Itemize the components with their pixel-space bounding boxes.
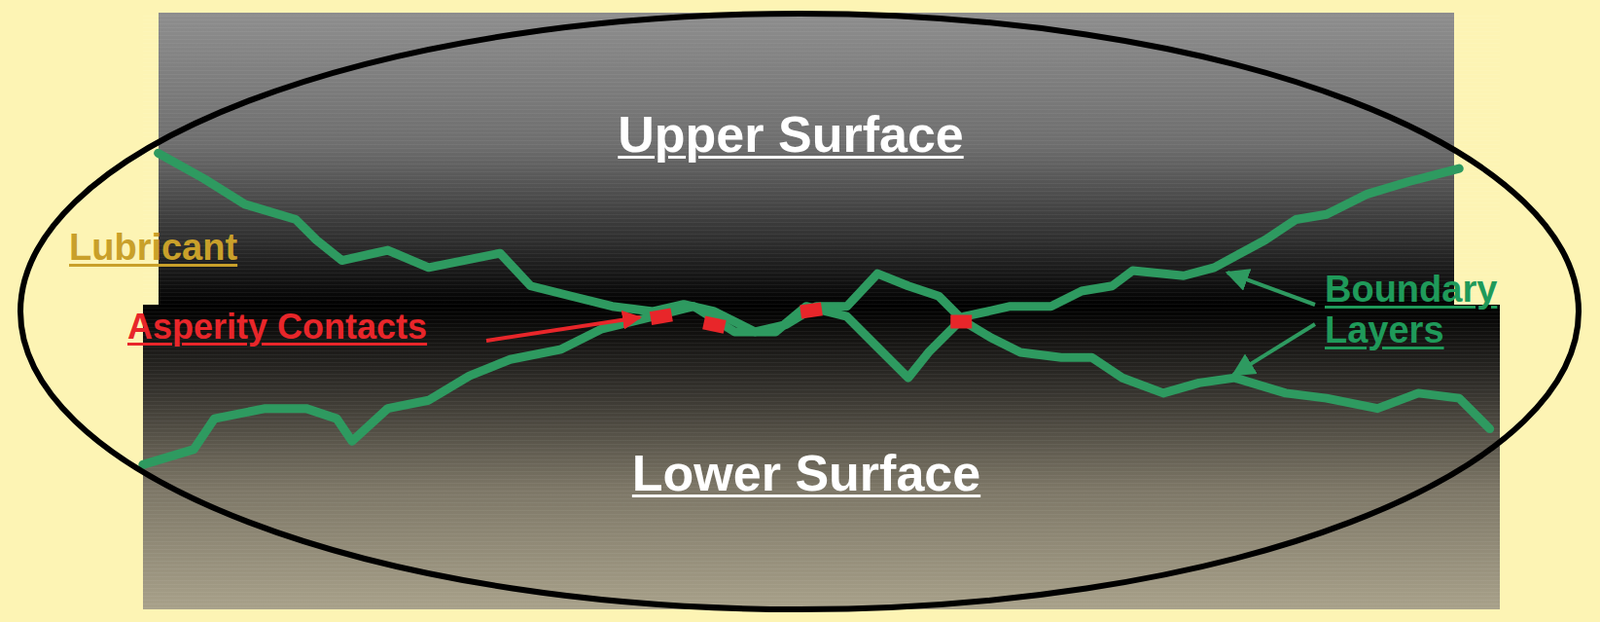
contact-outline — [20, 13, 1579, 609]
contact-mark — [702, 315, 726, 333]
surface-label: Upper Surface — [617, 106, 963, 163]
boundary-label: Boundary Layers — [1324, 269, 1534, 352]
surface-label: Lower Surface — [632, 445, 981, 501]
contact-mark — [649, 307, 674, 325]
asperity-contacts — [649, 301, 972, 333]
leader-line — [1233, 323, 1316, 375]
contact-mark — [950, 314, 972, 328]
boundary-layer-line — [158, 152, 1491, 428]
leader-line — [486, 317, 640, 341]
leader-line — [1227, 272, 1316, 305]
lubricant-label: Lubricant — [69, 227, 238, 269]
asperity-label: Asperity Contacts — [127, 307, 427, 347]
contact-mark — [799, 301, 823, 319]
